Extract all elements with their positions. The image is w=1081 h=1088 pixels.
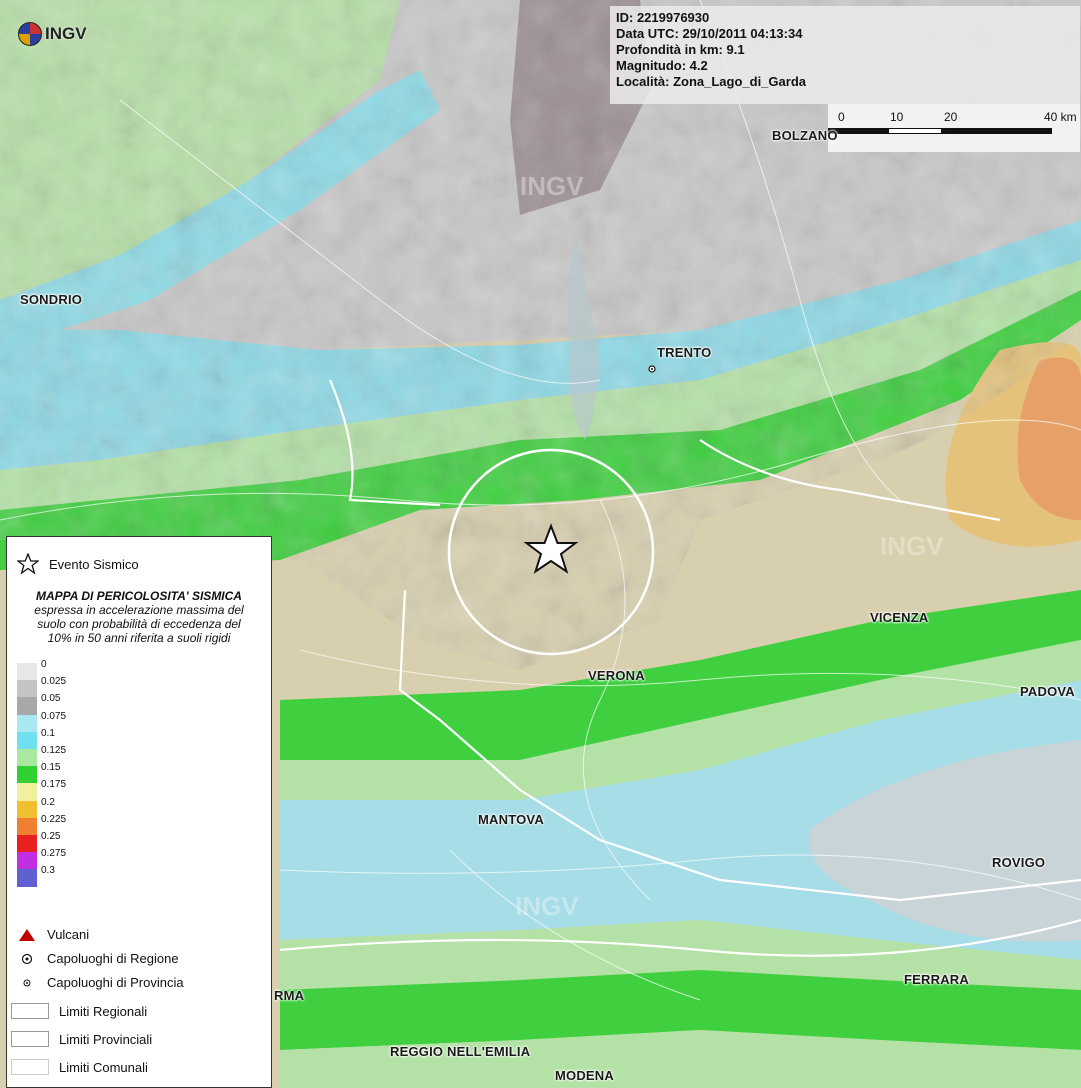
event-location: Località: Zona_Lago_di_Garda <box>616 74 806 89</box>
hazard-scale-label: 0.05 <box>41 693 61 705</box>
scale-segment-3 <box>942 128 1052 134</box>
city-bolzano: BOLZANO <box>772 128 838 143</box>
scale-bar: 0 10 20 40 km <box>828 104 1080 152</box>
scale-tick-0: 0 <box>838 110 845 124</box>
hazard-scale-swatch <box>17 749 37 767</box>
event-info-panel: ID: 2219976930 Data UTC: 29/10/2011 04:1… <box>610 6 1080 104</box>
event-magnitude: Magnitudo: 4.2 <box>616 58 708 73</box>
triangle-icon <box>19 928 35 941</box>
hazard-scale-swatch <box>17 766 37 784</box>
dot-circle-icon <box>21 953 33 964</box>
city-vicenza: VICENZA <box>870 610 929 625</box>
legend-municipal-limits-row: Limiti Comunali <box>11 1059 148 1075</box>
city-modena: MODENA <box>555 1068 614 1083</box>
legend-provincial-capitals-label: Capoluoghi di Provincia <box>47 975 184 990</box>
city-reggio-emilia: REGGIO NELL'EMILIA <box>390 1044 531 1059</box>
watermark-top: INGV <box>520 171 584 201</box>
legend-title-line1: espressa in accelerazione massima del <box>34 603 244 617</box>
scale-tick-20: 20 <box>944 110 958 124</box>
legend-regional-limits-label: Limiti Regionali <box>59 1003 148 1019</box>
city-sondrio: SONDRIO <box>20 292 83 307</box>
event-id: ID: 2219976930 <box>616 10 710 25</box>
scale-tick-40: 40 km <box>1044 110 1077 124</box>
epicenter-circle <box>447 448 655 656</box>
small-dot-circle-icon <box>23 979 31 986</box>
legend-volcanoes-label: Vulcani <box>47 927 90 942</box>
legend-event-label: Evento Sismico <box>49 556 139 572</box>
legend-regional-capitals-row: Capoluoghi di Regione <box>17 951 179 966</box>
hazard-scale-swatch <box>17 800 37 818</box>
hazard-scale-swatch <box>17 783 37 801</box>
city-trento: TRENTO <box>657 345 712 360</box>
logo-text: INGV <box>45 24 87 43</box>
hazard-scale-label: 0.075 <box>41 710 67 722</box>
legend-municipal-limits-label: Limiti Comunali <box>59 1059 148 1075</box>
legend-title-bold: MAPPA DI PERICOLOSITA' SISMICA <box>36 589 242 603</box>
hazard-scale-label: 0.225 <box>41 813 67 825</box>
event-star-marker <box>523 523 579 574</box>
scale-segment-1 <box>828 128 888 134</box>
legend-regional-capitals-label: Capoluoghi di Regione <box>47 951 179 966</box>
hazard-scale-label: 0.175 <box>41 779 67 791</box>
watermark-bottom: INGV <box>515 891 579 921</box>
hazard-scale-label: 0.275 <box>41 848 67 860</box>
city-padova: PADOVA <box>1020 684 1075 699</box>
hazard-scale-label: 0.2 <box>41 796 55 808</box>
legend-event-row: Evento Sismico <box>17 553 139 575</box>
legend-title-line3: 10% in 50 anni riferita a suoli rigidi <box>47 631 231 645</box>
city-ferrara: FERRARA <box>904 972 969 987</box>
hazard-scale-label: 0.025 <box>41 676 67 688</box>
hazard-scale-label: 0.15 <box>41 762 61 774</box>
event-date: Data UTC: 29/10/2011 04:13:34 <box>616 26 803 41</box>
hazard-scale-swatch <box>17 835 37 853</box>
scale-tick-10: 10 <box>890 110 904 124</box>
hazard-scale-swatch <box>17 680 37 698</box>
hazard-scale-label: 0.3 <box>41 865 55 877</box>
globe-icon <box>18 22 42 46</box>
hazard-scale-swatch <box>17 817 37 835</box>
legend-provincial-capitals-row: Capoluoghi di Provincia <box>17 975 184 990</box>
city-rovigo: ROVIGO <box>992 855 1046 870</box>
hazard-scale-label: 0.1 <box>41 727 55 739</box>
star-icon <box>17 553 39 575</box>
city-verona: VERONA <box>588 668 645 683</box>
scale-segment-2 <box>888 128 942 134</box>
legend-title-line2: suolo con probabilità di eccedenza del <box>37 617 241 631</box>
hazard-scale-label: 0.125 <box>41 745 67 756</box>
hazard-scale-label: 0 <box>41 659 47 670</box>
hazard-scale-swatch <box>17 697 37 715</box>
event-depth: Profondità in km: 9.1 <box>616 42 745 57</box>
hazard-scale-swatch <box>17 852 37 870</box>
legend-provincial-limits-row: Limiti Provinciali <box>11 1031 152 1047</box>
hazard-scale-swatch <box>17 663 37 681</box>
legend-volcanoes-row: Vulcani <box>17 927 89 942</box>
municipal-limit-swatch <box>11 1059 49 1075</box>
city-mantova: MANTOVA <box>478 812 544 827</box>
legend-title: MAPPA DI PERICOLOSITA' SISMICA espressa … <box>11 589 267 645</box>
map-legend: Evento Sismico MAPPA DI PERICOLOSITA' SI… <box>6 536 272 1088</box>
legend-regional-limits-row: Limiti Regionali <box>11 1003 147 1019</box>
city-parma: RMA <box>274 988 305 1003</box>
ingv-logo: INGV <box>18 22 87 46</box>
hazard-scale-swatch <box>17 869 37 887</box>
watermark-right: INGV <box>880 531 944 561</box>
hazard-scale-label: 0.25 <box>41 831 61 842</box>
provincial-limit-swatch <box>11 1031 49 1047</box>
regional-limit-swatch <box>11 1003 49 1019</box>
legend-provincial-limits-label: Limiti Provinciali <box>59 1031 153 1047</box>
hazard-scale-swatch <box>17 714 37 732</box>
hazard-scale-swatch <box>17 731 37 749</box>
